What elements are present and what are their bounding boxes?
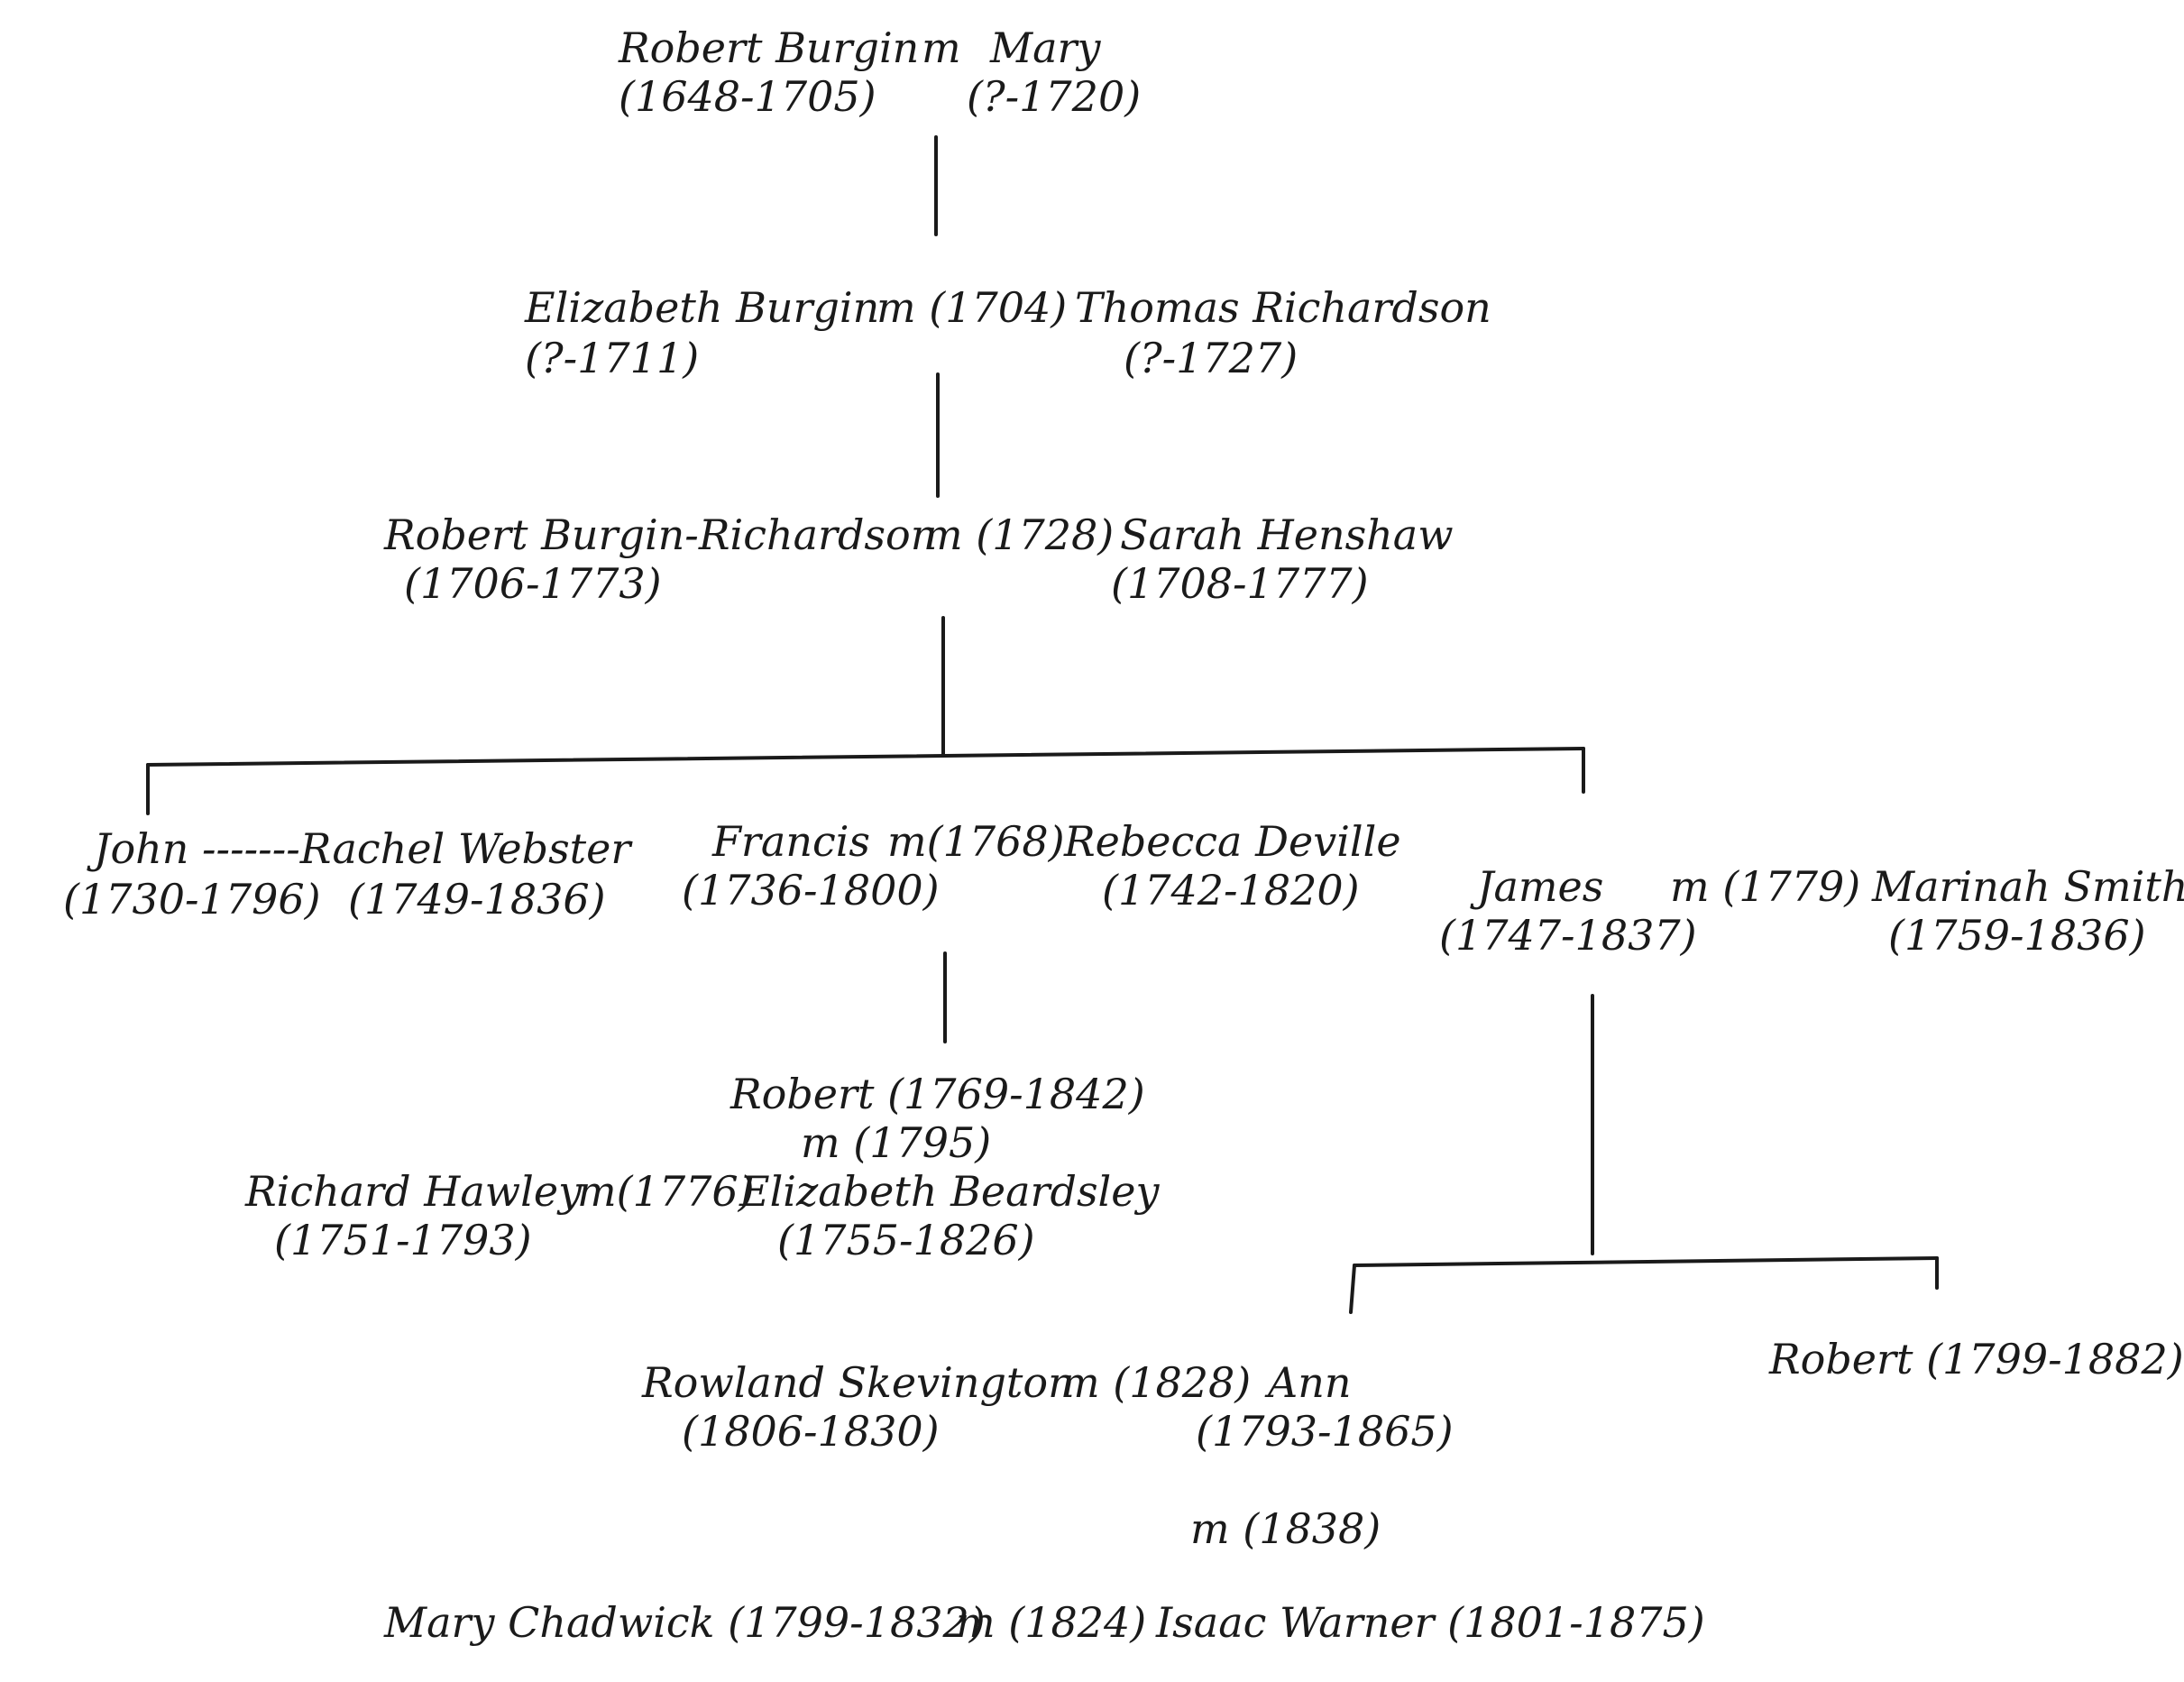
thomas-richardson-dates: (?-1727)	[1124, 334, 1298, 382]
rowland-skevington-name: Rowland Skevington	[642, 1358, 1075, 1407]
gen1-marriage-label: m	[922, 23, 961, 72]
elizabeth-burgin-dates: (?-1711)	[525, 334, 700, 382]
hawley-marriage-label: m(1776)	[577, 1167, 755, 1216]
drop-to-ann	[1349, 1264, 1356, 1314]
sibling-bar-gen4	[146, 747, 1585, 767]
francis-name: Francis	[712, 817, 871, 866]
robert-marriage-label: m (1795)	[801, 1118, 992, 1167]
robert-burgin-dates: (1648-1705)	[619, 72, 876, 121]
robert-burgin-richardson-dates: (1706-1773)	[404, 559, 662, 608]
gen3-marriage-label: m (1728)	[923, 510, 1115, 559]
elizabeth-beardsley-name: Elizabeth Beardsley	[739, 1167, 1160, 1216]
robert-1799-name: Robert (1799-1882)	[1769, 1335, 2184, 1383]
isaac-warner-name: Isaac Warner (1801-1875)	[1156, 1598, 1705, 1647]
john-dates: (1730-1796)	[63, 875, 321, 924]
thomas-richardson-name: Thomas Richardson	[1075, 283, 1491, 332]
john-rachel-webster-names: John -------Rachel Webster	[94, 824, 631, 873]
rebecca-deville-name: Rebecca Deville	[1064, 817, 1401, 866]
sarah-henshaw-dates: (1708-1777)	[1111, 559, 1369, 608]
robert-burgin-name: Robert Burgin	[619, 23, 920, 72]
elizabeth-burgin-name: Elizabeth Burgin	[525, 283, 880, 332]
skevington-marriage-label: m (1828)	[1060, 1358, 1252, 1407]
mary-name: Mary	[990, 23, 1101, 72]
sibling-bar-james-children	[1353, 1256, 1939, 1267]
elizabeth-beardsley-dates: (1755-1826)	[777, 1216, 1035, 1264]
francis-dates: (1736-1800)	[682, 866, 940, 915]
rebecca-deville-dates: (1742-1820)	[1102, 866, 1360, 915]
richard-hawley-name: Richard Hawley	[245, 1167, 583, 1216]
ann-name: Ann	[1268, 1358, 1352, 1407]
rowland-skevington-dates: (1806-1830)	[682, 1407, 940, 1456]
marinah-smith-name: Marinah Smith	[1872, 862, 2184, 911]
gen2-marriage-label: m (1704)	[876, 283, 1068, 332]
james-dates: (1747-1837)	[1439, 911, 1697, 960]
ann-dates: (1793-1865)	[1196, 1407, 1454, 1456]
robert-burgin-richardson-name: Robert Burgin-Richardson	[384, 510, 938, 559]
robert-1769-name: Robert (1769-1842)	[730, 1070, 1145, 1118]
mary-chadwick-name: Mary Chadwick (1799-1832)	[384, 1598, 986, 1647]
mary-dates: (?-1720)	[967, 72, 1142, 121]
marinah-smith-dates: (1759-1836)	[1888, 911, 2146, 960]
francis-marriage-label: m(1768)	[887, 817, 1065, 866]
rachel-webster-dates: (1749-1836)	[348, 875, 606, 924]
richard-hawley-dates: (1751-1793)	[274, 1216, 532, 1264]
james-marriage-label: m (1779)	[1670, 862, 1861, 911]
sarah-henshaw-name: Sarah Henshaw	[1120, 510, 1454, 559]
james-name: James	[1477, 862, 1604, 911]
chadwick-marriage-label: m (1824)	[956, 1598, 1147, 1647]
second-marriage-label: m (1838)	[1190, 1504, 1381, 1553]
